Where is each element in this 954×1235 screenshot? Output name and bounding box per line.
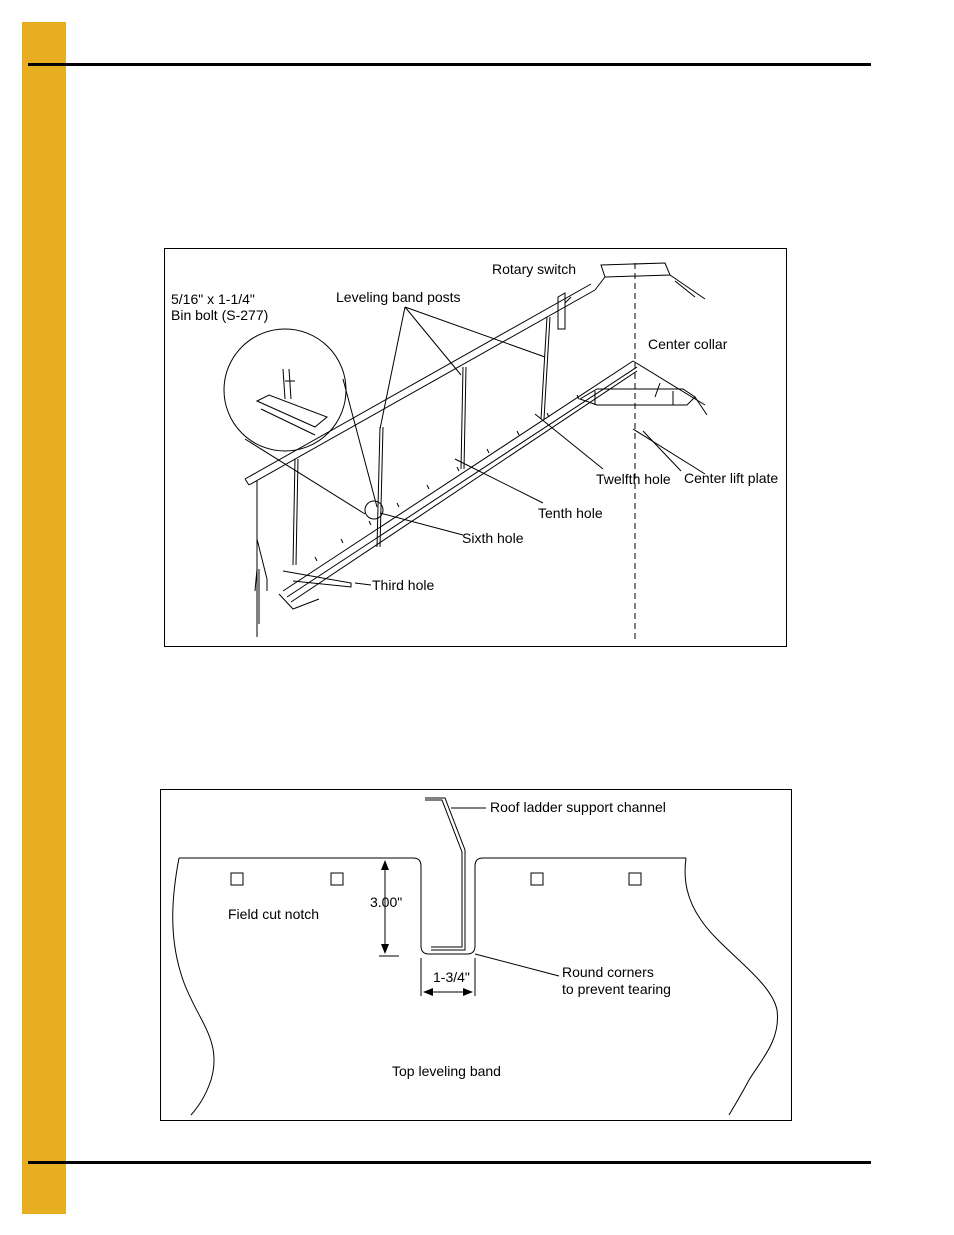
height-dimension-label: 3.00" [370,894,403,910]
bin-bolt-label: Bin bolt (S-277) [171,307,269,323]
field-cut-notch-label: Field cut notch [228,906,320,922]
footer-rule [28,1161,871,1164]
width-dimension-label: 1-3/4" [433,969,470,985]
roof-ladder-support-channel-label: Roof ladder support channel [490,799,666,815]
center-lift-plate-label: Center lift plate [684,470,779,486]
side-color-bar [22,22,66,1214]
top-leveling-band-label: Top leveling band [392,1063,501,1079]
third-hole-label: Third hole [372,577,435,593]
field-cut-notch-diagram: Roof ladder support channel Field cut no… [160,789,792,1121]
sixth-hole-label: Sixth hole [462,530,524,546]
leveling-band-diagram: 5/16" x 1-1/4" Bin bolt (S-277) Leveling… [164,248,787,647]
round-corners-label: Round corners [562,964,654,980]
prevent-tearing-label: to prevent tearing [562,981,671,997]
center-collar-label: Center collar [648,336,728,352]
rotary-switch-label: Rotary switch [492,261,577,277]
bolt-size-label: 5/16" x 1-1/4" [171,291,255,307]
leveling-band-drawing [223,262,708,639]
header-rule [28,63,871,66]
field-cut-notch-drawing [172,797,779,1116]
leveling-band-posts-label: Leveling band posts [336,289,461,305]
twelfth-hole-label: Twelfth hole [596,471,671,487]
tenth-hole-label: Tenth hole [538,505,603,521]
